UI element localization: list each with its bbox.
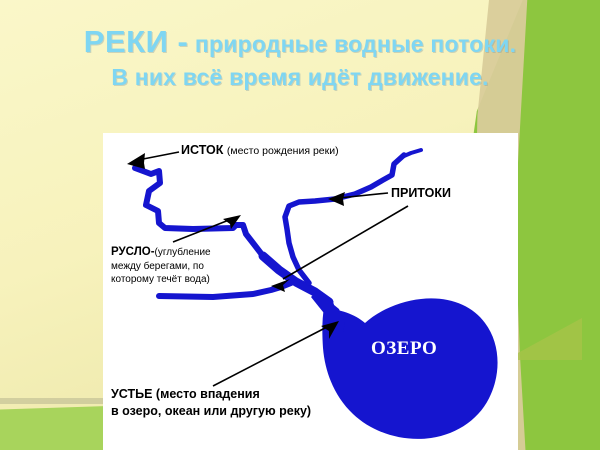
label-ustye-line-2: в озеро, океан или другую реку) bbox=[111, 403, 312, 418]
arrow-ruslo bbox=[172, 215, 241, 243]
river-diagram-svg bbox=[127, 148, 498, 439]
label-ruslo-detail-2: между берегами, по bbox=[111, 261, 204, 273]
label-istok: ИСТОК (место рождения реки) bbox=[181, 143, 339, 157]
river-feeder-branch bbox=[402, 148, 423, 158]
label-ruslo-detail-3: которому течёт вода) bbox=[111, 274, 210, 286]
lake-shape bbox=[322, 298, 498, 439]
label-ruslo-head: РУСЛО- bbox=[111, 246, 155, 258]
river-right-tributary-upper bbox=[282, 152, 407, 286]
arrow-pritoki bbox=[328, 192, 389, 206]
background-green-bottom bbox=[0, 405, 120, 450]
background-bottom-edge bbox=[0, 398, 120, 404]
arrow-confluence bbox=[271, 205, 409, 292]
arrow-ustye bbox=[212, 321, 339, 387]
arrow-istok bbox=[127, 151, 180, 169]
label-ustye: УСТЬЕ (место впадения в озеро, океан или… bbox=[111, 386, 311, 420]
label-ustye-line-1: УСТЬЕ (место впадения bbox=[111, 387, 260, 401]
label-istok-head: ИСТОК bbox=[181, 143, 224, 157]
background-right-strip bbox=[582, 0, 600, 450]
diagram-panel: ИСТОК (место рождения реки) ПРИТОКИ РУСЛ… bbox=[103, 133, 518, 450]
label-istok-detail: (место рождения реки) bbox=[226, 145, 339, 157]
label-ruslo: РУСЛО-(углубление между берегами, по кот… bbox=[111, 245, 211, 287]
label-ozero: ОЗЕРО bbox=[371, 338, 438, 359]
label-ruslo-detail-1: (углубление bbox=[154, 247, 211, 258]
label-pritoki: ПРИТОКИ bbox=[391, 186, 451, 200]
